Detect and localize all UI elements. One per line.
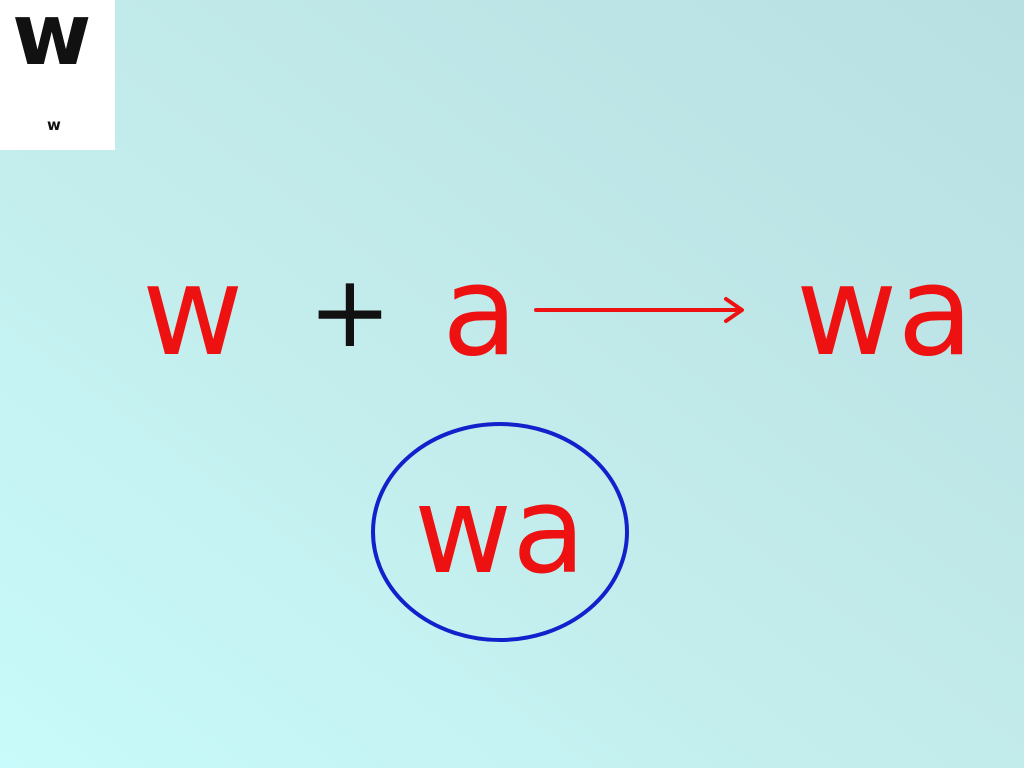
first-letter: w [142,240,244,384]
card-big-letter: w [12,0,92,85]
right-arrow-icon [534,297,744,323]
letter-card: w w [0,0,115,150]
circled-syllable: wa [414,462,586,601]
highlight-circle [371,422,629,642]
plus-sign: + [308,253,392,370]
second-letter: a [442,240,518,384]
result-syllable: wa [796,240,974,384]
card-small-letter: w [47,116,61,134]
